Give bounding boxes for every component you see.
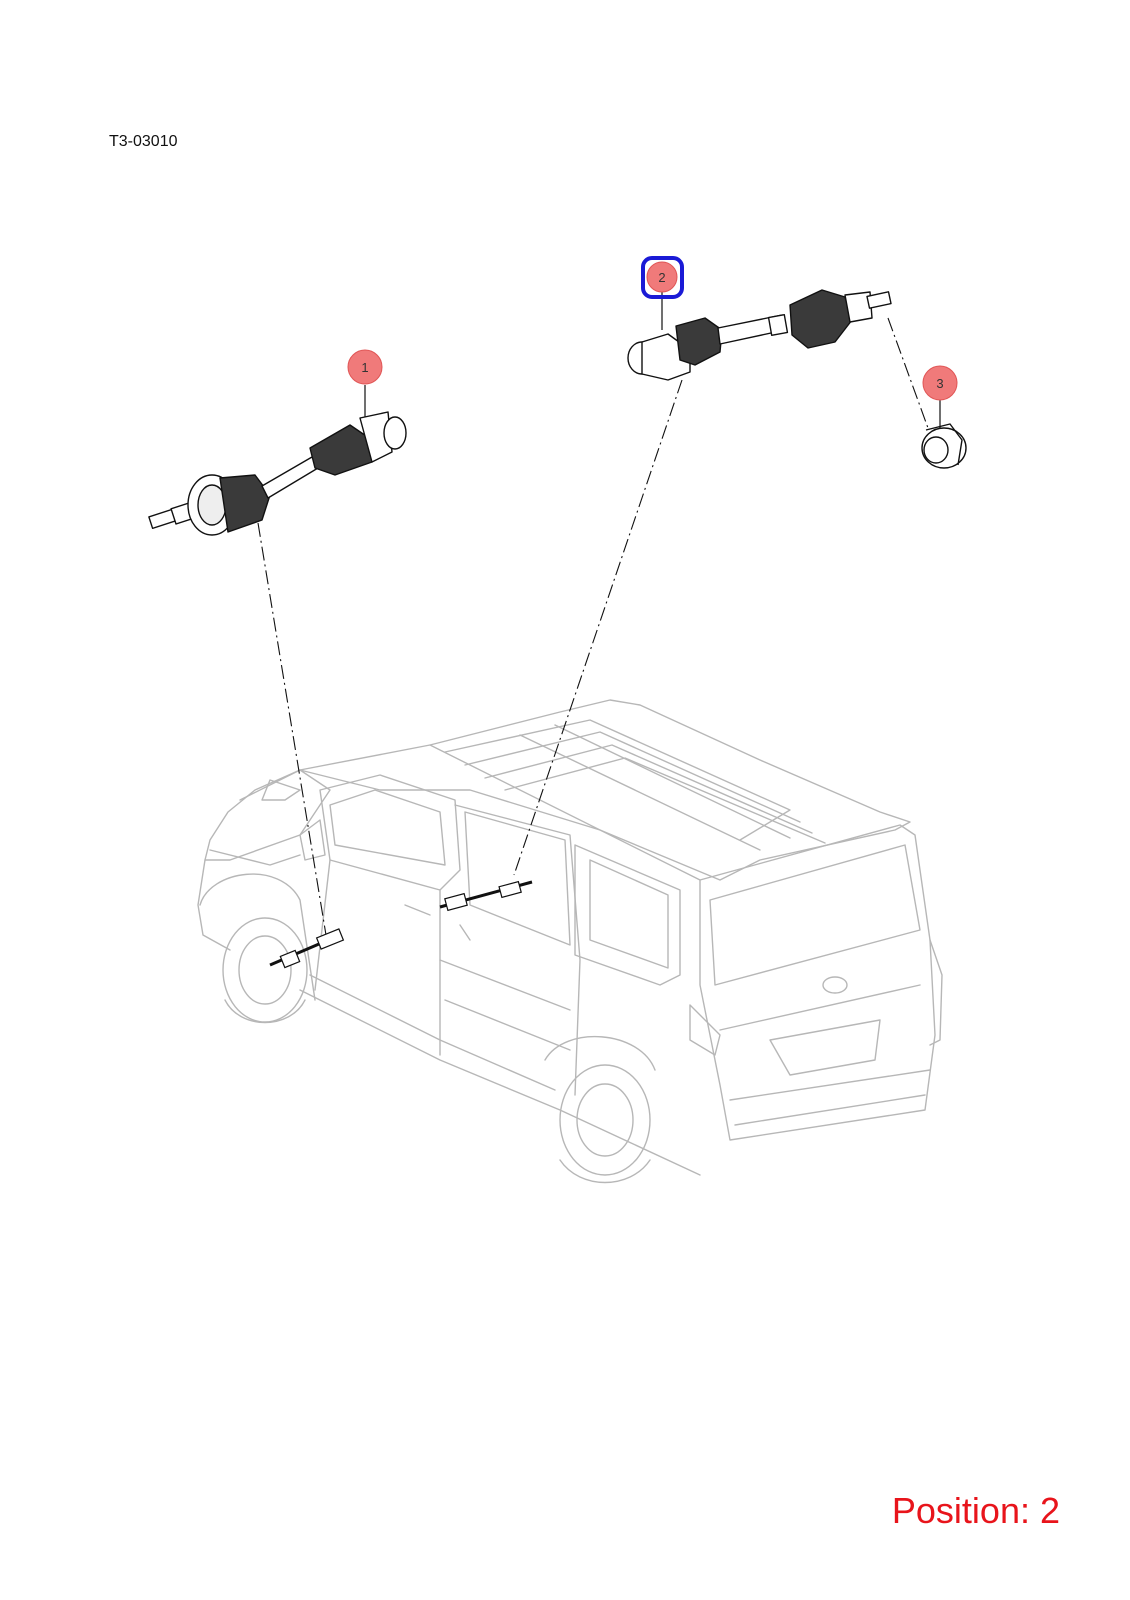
drive-shaft-part-1[interactable] <box>148 411 407 536</box>
callout-3[interactable]: 3 <box>922 365 958 428</box>
van-illustration <box>197 699 943 1184</box>
callout-1-label: 1 <box>361 360 368 375</box>
drive-shaft-part-2[interactable] <box>627 289 892 381</box>
position-indicator: Position: 2 <box>891 1490 1060 1531</box>
installed-rear-shaft <box>439 880 533 912</box>
leader-lines <box>257 317 929 936</box>
callout-1[interactable]: 1 <box>347 349 383 417</box>
hub-nut-part-3[interactable] <box>921 423 967 469</box>
selected-highlight <box>641 256 684 299</box>
callout-2-label: 2 <box>658 270 665 285</box>
diagram-code: T3-03010 <box>109 133 178 150</box>
callout-3-label: 3 <box>936 376 943 391</box>
callout-2[interactable]: 2 <box>641 256 684 330</box>
installed-front-shaft <box>269 928 345 969</box>
